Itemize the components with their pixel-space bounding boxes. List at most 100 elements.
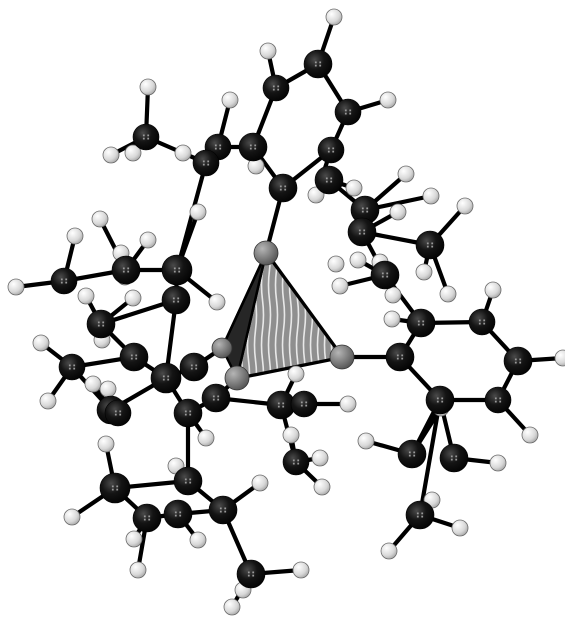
carbon-atom-8 bbox=[268, 173, 298, 203]
carbon-atom-36 bbox=[397, 439, 427, 469]
hydrogen-atom-45 bbox=[311, 449, 329, 467]
carbon-atom-10 bbox=[350, 195, 380, 225]
carbon-atom-19 bbox=[119, 342, 149, 372]
carbon-atom-20 bbox=[58, 353, 86, 381]
carbon-atom-39 bbox=[99, 472, 131, 504]
hydrogen-atom-46 bbox=[313, 478, 331, 496]
hydrogen-atom-10 bbox=[345, 179, 363, 197]
hydrogen-atom-15 bbox=[91, 210, 109, 228]
carbon-atom-14 bbox=[161, 254, 193, 286]
carbon-atom-18 bbox=[86, 309, 116, 339]
carbon-atom-6 bbox=[192, 149, 220, 177]
carbon-atom-17 bbox=[50, 267, 78, 295]
hydrogen-atom-3 bbox=[139, 78, 157, 96]
hydrogen-atom-25 bbox=[327, 255, 345, 273]
carbon-atom-0 bbox=[303, 49, 333, 79]
carbon-atom-2 bbox=[334, 98, 362, 126]
carbon-atom-42 bbox=[173, 466, 203, 496]
hydrogen-atom-32 bbox=[484, 281, 502, 299]
carbon-atom-26 bbox=[201, 383, 231, 413]
carbon-atom-41 bbox=[163, 499, 193, 529]
carbon-atom-24 bbox=[104, 399, 132, 427]
hydrogen-atom-41 bbox=[197, 429, 215, 447]
carbon-atom-37 bbox=[439, 443, 469, 473]
hydrogen-atom-33 bbox=[554, 349, 565, 367]
hydrogen-atom-0 bbox=[325, 8, 343, 26]
hydrogen-atom-39 bbox=[99, 380, 117, 398]
carbon-atom-29 bbox=[282, 448, 310, 476]
core-atom-1 bbox=[329, 344, 355, 370]
tetrahedron-edge bbox=[220, 252, 268, 349]
carbon-atom-9 bbox=[314, 165, 344, 195]
carbon-atom-43 bbox=[208, 495, 238, 525]
carbon-atom-4 bbox=[317, 136, 345, 164]
hydrogen-atom-4 bbox=[221, 91, 239, 109]
hydrogen-atom-37 bbox=[39, 392, 57, 410]
hydrogen-atom-55 bbox=[189, 531, 207, 549]
hydrogen-atom-47 bbox=[357, 432, 375, 450]
bond-24 bbox=[417, 397, 443, 518]
hydrogen-atom-44 bbox=[282, 426, 300, 444]
carbon-atom-28 bbox=[290, 390, 318, 418]
carbon-atom-34 bbox=[484, 386, 512, 414]
carbon-atom-12 bbox=[415, 230, 445, 260]
carbon-atom-31 bbox=[468, 308, 496, 336]
hydrogen-atom-40 bbox=[97, 435, 115, 453]
carbon-atom-11 bbox=[347, 217, 377, 247]
hydrogen-atom-57 bbox=[129, 561, 147, 579]
hydrogen-atom-31 bbox=[383, 310, 401, 328]
hydrogen-atom-53 bbox=[63, 508, 81, 526]
carbon-atom-13 bbox=[370, 260, 400, 290]
tetrahedron-core bbox=[220, 250, 345, 382]
carbon-atom-40 bbox=[132, 503, 162, 533]
hydrogen-atom-20 bbox=[189, 203, 207, 221]
carbon-atom-3 bbox=[238, 132, 268, 162]
hydrogen-atom-12 bbox=[422, 187, 440, 205]
carbon-atom-30 bbox=[406, 308, 436, 338]
hydrogen-atom-21 bbox=[208, 293, 226, 311]
hydrogen-atom-58 bbox=[251, 474, 269, 492]
hydrogen-atom-24 bbox=[124, 289, 142, 307]
carbon-atom-32 bbox=[385, 342, 415, 372]
hydrogen-atom-11 bbox=[397, 165, 415, 183]
hydrogen-atom-43 bbox=[339, 395, 357, 413]
atom-layer bbox=[7, 8, 565, 616]
hydrogen-atom-5 bbox=[102, 146, 120, 164]
hydrogen-atom-26 bbox=[349, 251, 367, 269]
core-atom-0 bbox=[253, 240, 279, 266]
hydrogen-atom-29 bbox=[415, 263, 433, 281]
hydrogen-atom-23 bbox=[77, 287, 95, 305]
carbon-atom-7 bbox=[132, 123, 160, 151]
hydrogen-atom-38 bbox=[84, 375, 102, 393]
hydrogen-atom-34 bbox=[521, 426, 539, 444]
hydrogen-atom-61 bbox=[223, 598, 241, 616]
hydrogen-atom-6 bbox=[124, 144, 142, 162]
carbon-atom-21 bbox=[150, 362, 182, 394]
carbon-atom-44 bbox=[236, 559, 266, 589]
hydrogen-atom-14 bbox=[456, 197, 474, 215]
carbon-atom-38 bbox=[405, 500, 435, 530]
hydrogen-atom-13 bbox=[389, 203, 407, 221]
hydrogen-atom-62 bbox=[384, 286, 402, 304]
hydrogen-atom-59 bbox=[292, 561, 310, 579]
carbon-atom-16 bbox=[111, 255, 141, 285]
hydrogen-atom-56 bbox=[125, 530, 143, 548]
hydrogen-atom-28 bbox=[331, 277, 349, 295]
carbon-atom-15 bbox=[161, 285, 191, 315]
hydrogen-atom-35 bbox=[32, 334, 50, 352]
hydrogen-atom-30 bbox=[439, 285, 457, 303]
hydrogen-atom-7 bbox=[174, 144, 192, 162]
hydrogen-atom-42 bbox=[287, 365, 305, 383]
core-atom-3 bbox=[211, 337, 233, 359]
hydrogen-atom-16 bbox=[66, 227, 84, 245]
carbon-atom-27 bbox=[266, 390, 296, 420]
core-atom-2 bbox=[224, 365, 250, 391]
hydrogen-atom-1 bbox=[259, 42, 277, 60]
hydrogen-atom-52 bbox=[380, 542, 398, 560]
hydrogen-atom-17 bbox=[139, 231, 157, 249]
hydrogen-atom-51 bbox=[451, 519, 469, 537]
carbon-atom-25 bbox=[173, 398, 203, 428]
hydrogen-atom-22 bbox=[7, 278, 25, 296]
